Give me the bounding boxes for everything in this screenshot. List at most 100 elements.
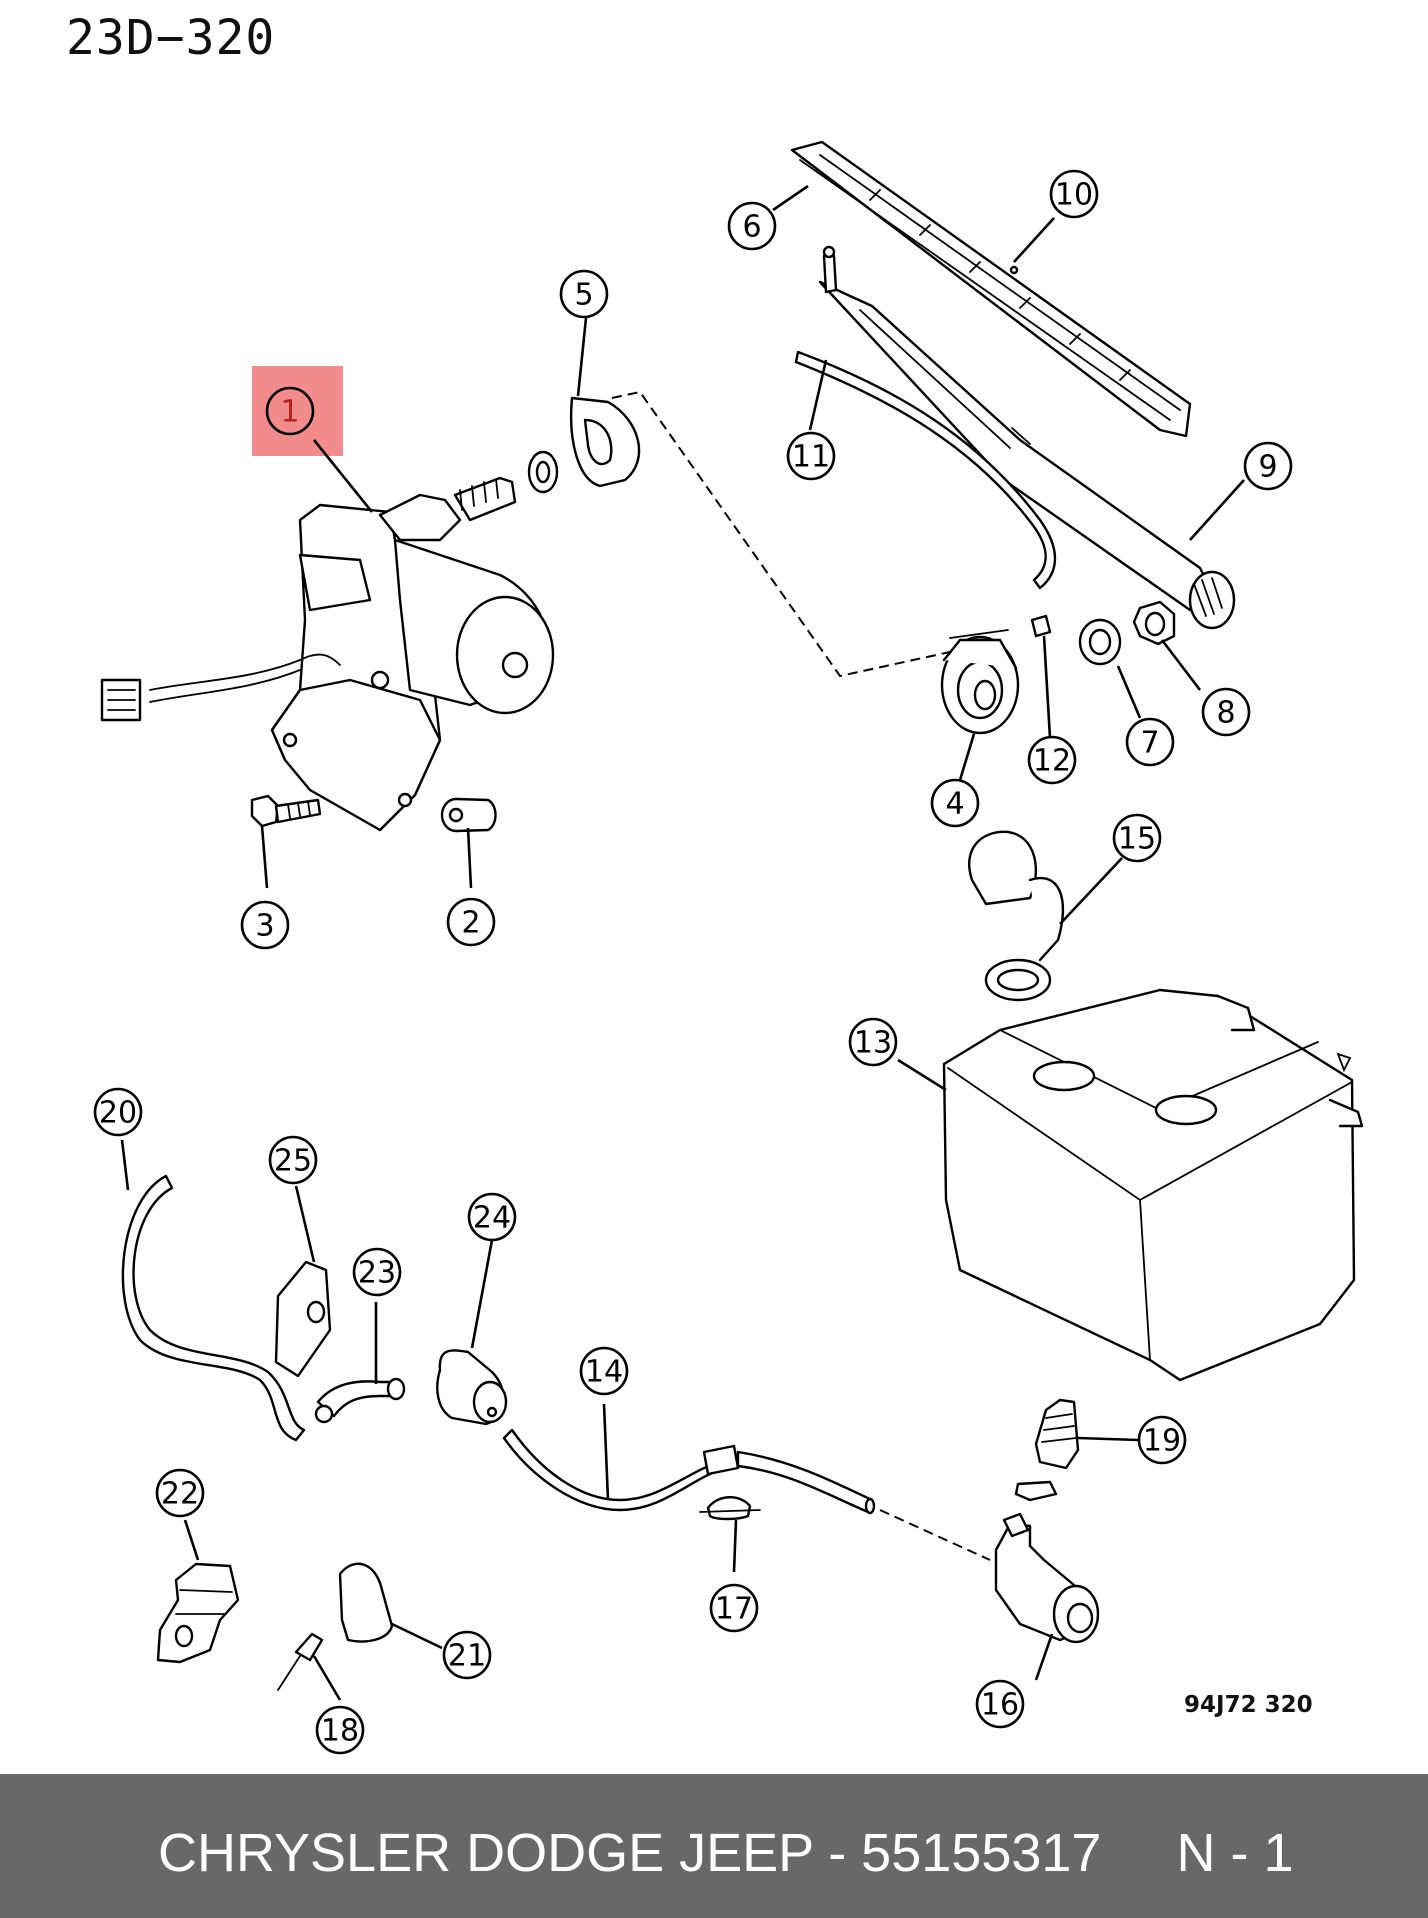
callout-19: 19 <box>1137 1415 1187 1465</box>
callout-circle <box>1049 169 1099 219</box>
washer-reservoir <box>942 988 1364 1382</box>
pivot-bezel <box>940 629 1020 735</box>
callout-number: 2 <box>461 906 480 941</box>
callout-14: 14 <box>579 1346 629 1396</box>
callout-circle <box>579 1346 629 1396</box>
grommet-24 <box>436 1349 508 1426</box>
callout-2: 2 <box>446 897 496 947</box>
callout-number: 18 <box>321 1714 359 1749</box>
callout-number: 22 <box>161 1477 199 1512</box>
callout-circle <box>1137 1415 1187 1465</box>
callout-number: 3 <box>255 909 274 944</box>
callout-circle <box>240 900 290 950</box>
callout-9: 9 <box>1243 441 1293 491</box>
footer-part-number-text: CHRYSLER DODGE JEEP - 55155317 N - 1 <box>158 1823 1294 1883</box>
callout-circle <box>265 386 315 436</box>
callout-number: 20 <box>99 1096 137 1131</box>
callout-number: 15 <box>1118 822 1156 857</box>
callout-number: 25 <box>274 1144 312 1179</box>
callout-circle <box>93 1087 143 1137</box>
callout-number: 11 <box>792 440 830 475</box>
filter <box>1014 1398 1080 1502</box>
bolt <box>250 794 322 828</box>
wiper-arm <box>818 245 1236 630</box>
callout-circle <box>848 1017 898 1067</box>
check-valve <box>699 1496 761 1521</box>
callout-circle <box>467 1192 517 1242</box>
callout-number: 24 <box>473 1201 511 1236</box>
callout-number: 10 <box>1055 178 1093 213</box>
hose-assembly <box>502 1428 991 1561</box>
callout-5: 5 <box>559 269 609 319</box>
callout-16: 16 <box>975 1679 1025 1729</box>
callout-23: 23 <box>352 1247 402 1297</box>
hose <box>121 1174 306 1442</box>
callout-number: 23 <box>358 1256 396 1291</box>
bracket <box>156 1562 240 1664</box>
callout-21: 21 <box>442 1630 492 1680</box>
assembly-line <box>611 390 951 678</box>
callout-13: 13 <box>848 1017 898 1067</box>
wiper-motor <box>100 476 555 832</box>
callout-circle <box>1201 687 1251 737</box>
callout-number: 1 <box>280 395 299 430</box>
callout-7: 7 <box>1125 717 1175 767</box>
callout-number: 21 <box>448 1639 486 1674</box>
callout-circle <box>786 431 836 481</box>
callout-circle <box>709 1583 759 1633</box>
callout-group: 1234567891011121314151617181920212223242… <box>93 169 1293 1755</box>
leader-lines <box>120 184 1245 1701</box>
callout-number: 8 <box>1216 696 1235 731</box>
clip <box>338 1562 394 1643</box>
callout-number: 7 <box>1140 726 1159 761</box>
callout-number: 12 <box>1033 744 1071 779</box>
callout-circle <box>1027 735 1077 785</box>
callout-circle <box>559 269 609 319</box>
page-code: 23D−320 <box>66 10 276 66</box>
callout-15: 15 <box>1112 813 1162 863</box>
callout-circle <box>930 778 980 828</box>
callout-4: 4 <box>930 778 980 828</box>
callout-circle <box>446 897 496 947</box>
callout-20: 20 <box>93 1087 143 1137</box>
callout-10: 10 <box>1049 169 1099 219</box>
callout-circle <box>442 1630 492 1680</box>
figure-id: 94J72 320 <box>1184 1692 1313 1718</box>
callout-number: 14 <box>585 1355 623 1390</box>
washer <box>1078 618 1122 666</box>
exploded-parts-diagram: 1234567891011121314151617181920212223242… <box>93 140 1364 1755</box>
callout-12: 12 <box>1027 735 1077 785</box>
callout-3: 3 <box>240 900 290 950</box>
nozzle <box>1030 614 1052 638</box>
callout-25: 25 <box>268 1135 318 1185</box>
callout-circle <box>1243 441 1293 491</box>
nut <box>1132 600 1176 646</box>
callout-circle <box>268 1135 318 1185</box>
callout-number: 9 <box>1258 450 1277 485</box>
callout-8: 8 <box>1201 687 1251 737</box>
callout-24: 24 <box>467 1192 517 1242</box>
rivet <box>277 1632 324 1691</box>
callout-number: 16 <box>981 1688 1019 1723</box>
callout-number: 5 <box>574 278 593 313</box>
footer-bar: CHRYSLER DODGE JEEP - 55155317 N - 1 <box>0 1774 1428 1918</box>
callout-circle <box>1112 813 1162 863</box>
callout-1: 1 <box>265 386 315 436</box>
elbow-connector <box>314 1377 406 1424</box>
seal <box>527 396 641 494</box>
callout-18: 18 <box>315 1705 365 1755</box>
cap <box>968 830 1065 1002</box>
wiper-blade <box>790 140 1192 438</box>
washer-pump <box>994 1512 1100 1644</box>
callout-6: 6 <box>727 201 777 251</box>
washer-hose <box>794 350 1057 590</box>
callout-17: 17 <box>709 1583 759 1633</box>
callout-number: 13 <box>854 1026 892 1061</box>
callout-circle <box>727 201 777 251</box>
callout-number: 4 <box>945 787 964 822</box>
callout-circle <box>155 1468 205 1518</box>
callout-circle <box>352 1247 402 1297</box>
callout-number: 17 <box>715 1592 753 1627</box>
plate <box>274 1260 332 1378</box>
grommet <box>440 797 497 833</box>
